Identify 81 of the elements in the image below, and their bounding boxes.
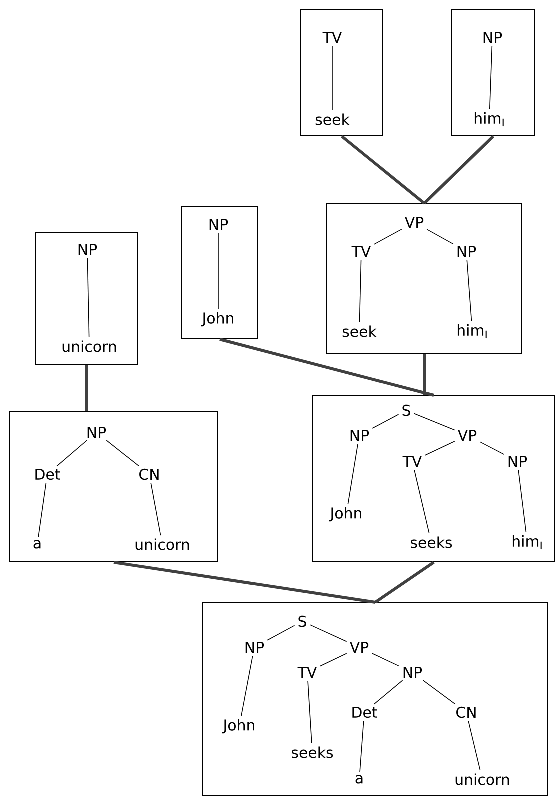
tree-label: Det — [36, 468, 60, 480]
tree-label: NP — [246, 642, 264, 653]
tree-label: TV — [322, 32, 342, 43]
tree-label: VP — [458, 430, 477, 441]
tree-label: NP — [210, 219, 228, 230]
tree-label: NP — [484, 32, 502, 43]
tree-label: NP — [88, 427, 106, 438]
tree-label: NP — [404, 667, 422, 678]
tree-box — [326, 204, 522, 354]
tree-label: him$_{I}$ — [458, 324, 487, 339]
tree-branch — [414, 470, 430, 534]
derivation-line — [114, 561, 376, 604]
tree-label: John — [329, 507, 362, 522]
tree-branch — [468, 720, 481, 771]
tree-label: him$_{I}$ — [474, 112, 504, 127]
tree-label: VP — [405, 217, 424, 228]
tree-label: Det — [352, 706, 378, 718]
tree-branch — [374, 229, 402, 245]
tree-branch — [308, 680, 312, 744]
tree-label: NP — [458, 246, 476, 257]
tree-branch — [150, 482, 162, 536]
tree-branch — [374, 680, 404, 705]
tree-label: VP — [350, 642, 369, 653]
tree-label: NP — [350, 430, 370, 441]
tree-label: unicorn — [456, 774, 510, 786]
tree-label: John — [201, 312, 234, 327]
tree-label: CN — [456, 706, 476, 718]
tree-branch — [38, 482, 47, 538]
tree-branch — [372, 414, 400, 429]
tree-label: a — [34, 540, 41, 549]
tree-branch — [56, 440, 88, 467]
tree-branch — [360, 720, 364, 772]
tree-branch — [466, 260, 472, 322]
tree-branch — [348, 444, 358, 505]
tree-branch — [489, 46, 493, 110]
tree-branch — [359, 260, 362, 323]
tree-branch — [426, 229, 454, 245]
tree-box — [10, 412, 218, 562]
tree-label: seeks — [292, 746, 334, 758]
tree-branch — [87, 258, 90, 338]
tree-label: a — [356, 775, 363, 784]
tree-label: John — [222, 719, 254, 734]
tree-branch — [422, 680, 456, 705]
tree-label: TV — [402, 456, 422, 467]
tree-branch — [106, 440, 140, 467]
derivation-line — [220, 338, 434, 397]
derivation-line — [423, 135, 495, 205]
tree-box — [452, 10, 536, 136]
derivation-line — [374, 561, 435, 604]
tree-label: TV — [352, 246, 372, 257]
derivation-line — [423, 354, 426, 396]
tree-label: seeks — [411, 536, 452, 548]
tree-label: him$_{I}$ — [512, 536, 542, 550]
derivation-line — [341, 135, 426, 205]
tree-branch — [241, 656, 254, 717]
tree-box — [312, 396, 556, 562]
tree-branch — [310, 624, 348, 642]
tree-label: unicorn — [136, 538, 190, 550]
tree-box — [202, 602, 548, 796]
tree-branch — [267, 625, 296, 641]
tree-label: unicorn — [62, 340, 116, 352]
tree-label: S — [402, 404, 410, 416]
tree-branch — [332, 46, 333, 111]
tree-label: TV — [298, 667, 318, 678]
tree-box — [182, 206, 258, 340]
tree-box — [36, 232, 138, 366]
tree-branch — [218, 232, 219, 310]
tree-label: seek — [316, 114, 350, 126]
tree-branch — [424, 441, 456, 456]
tree-box — [300, 10, 384, 136]
tree-label: seek — [342, 326, 377, 338]
tree-branch — [480, 442, 505, 456]
tree-branch — [414, 413, 456, 431]
tree-branch — [518, 470, 527, 533]
derivation-line — [86, 366, 88, 412]
tree-branch — [372, 653, 400, 667]
tree-label: S — [298, 616, 306, 628]
tree-label: NP — [78, 244, 98, 255]
tree-branch — [320, 653, 348, 667]
tree-label: CN — [140, 468, 159, 480]
tree-label: NP — [508, 456, 528, 467]
